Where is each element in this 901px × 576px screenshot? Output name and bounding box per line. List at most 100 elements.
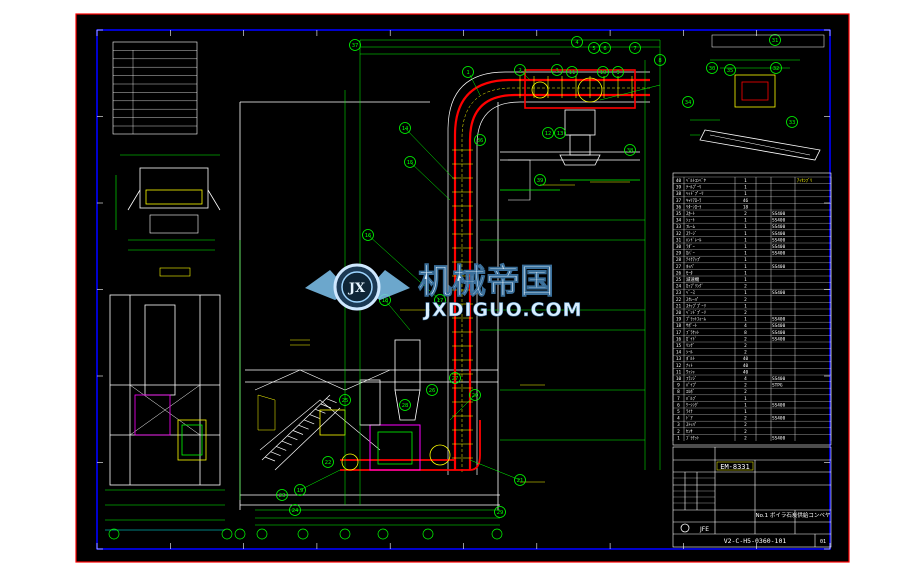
parts-cell: 40 [743,356,749,362]
callout-circle [682,96,694,108]
parts-cell: 1 [744,396,747,402]
callout-circle [629,42,641,54]
callout-circle [469,389,481,401]
axis-marker [422,528,434,540]
parts-cell: 26 [676,270,682,276]
parts-cell: ｽﾅｯﾌﾟﾌﾟｰﾘ [686,302,706,309]
parts-cell: ｾﾝｻ [686,429,693,435]
callout-circle [434,294,446,306]
callout-label: 16 [365,233,372,239]
parts-cell: ﾗｲﾅ [686,409,693,415]
callout-circle [706,62,718,74]
parts-cell: 17 [676,330,682,336]
parts-row: 26 ﾓｰﾀ 1 [676,270,747,276]
axis-marker [234,528,246,540]
parts-cell: 1 [744,303,747,309]
callout-label: 12 [545,131,552,137]
parts-cell: ｽﾄｯﾊﾟ [686,421,697,428]
parts-cell: ｱｯｾﾝﾌﾞﾘ [797,177,812,184]
callout-circle [289,504,301,516]
callout-circle [599,42,611,54]
parts-cell: 2 [744,429,747,435]
parts-cell: SS400 [772,323,786,329]
conveyor-casing [319,71,650,475]
parts-cell: ﾎﾞﾙﾄ [686,355,695,362]
callout-label: 15 [407,160,414,166]
parts-cell: ﾓｰﾀ [686,270,693,276]
callout-circle [786,116,798,128]
drawing-number: V2-C-H5-0360-101 [724,537,787,545]
parts-cell: 1 [744,224,747,230]
parts-cell: 15 [676,343,682,349]
callout-circle [362,229,374,241]
parts-cell: 2 [744,211,747,217]
parts-cell: ﾌﾞﾗｹｯﾄ [686,434,699,441]
parts-cell: 4 [677,416,680,422]
parts-cell: 18 [743,204,749,210]
parts-cell: ｴﾙﾎﾞ [686,388,695,395]
callout-label: 17 [437,298,444,304]
parts-cell: 2 [744,389,747,395]
parts-cell: 35 [676,211,682,217]
sheet-number: 01 [820,539,826,545]
parts-cell: SS400 [772,224,786,230]
parts-cell: 7 [677,396,680,402]
watermark: JX 机械帝国 JXDIGUO.COM [305,262,582,321]
parts-cell: SS400 [772,264,786,270]
callout-label: 30 [709,66,716,72]
callout-label: 28 [402,403,409,409]
callout-circle [654,54,666,66]
watermark-title: 机械帝国 [418,262,554,302]
callout-label: 20 [472,393,479,399]
callout-label: 5 [592,46,595,52]
annotations [257,181,630,483]
parts-cell: STPG [772,383,783,389]
parts-cell: ﾌﾚｰﾑ [686,224,696,230]
callout-circle [534,174,546,186]
left-structure [105,294,225,531]
callout-circle [571,36,583,48]
callout-label: 2 [518,68,521,74]
callout-circle [449,372,461,384]
parts-cell: 31 [676,237,682,243]
parts-cell: ﾗﾀﾞｰ [686,243,695,250]
parts-cell: 18 [676,323,682,329]
parts-cell: ﾜｯｼｬ [686,369,695,375]
parts-cell: ﾌﾗﾝｼﾞ [686,375,697,382]
callout-label: 23 [279,493,286,499]
parts-cell: 1 [744,185,747,191]
parts-cell: 19 [676,317,682,323]
parts-cell: 20 [676,310,682,316]
callout-label: 9 [616,70,619,76]
callout-label: 11 [569,70,576,76]
parts-cell: 1 [744,402,747,408]
axis-marker [377,528,389,540]
parts-cell: 24 [676,284,682,290]
callout-circle [276,489,288,501]
callout-circle [724,64,736,76]
parts-cell: 36 [676,204,682,210]
parts-cell: ﾌﾟﾗｯﾄﾌｫｰﾑ [686,316,707,323]
callout-label: 34 [685,100,692,106]
callout-circle [554,127,566,139]
parts-cell: 1 [744,270,747,276]
parts-cell: 1 [744,244,747,250]
